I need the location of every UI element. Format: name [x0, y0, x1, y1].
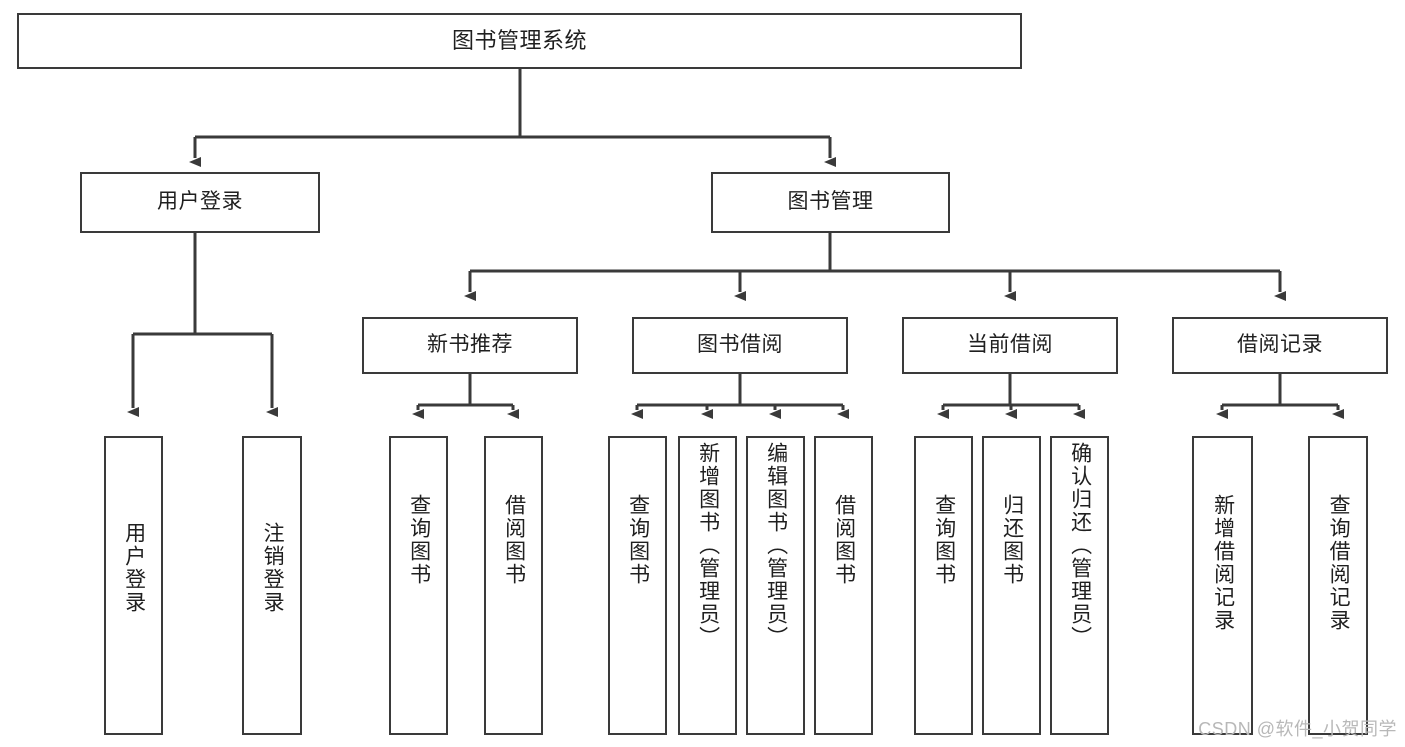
node-label: 借阅记录 — [1237, 333, 1323, 357]
leaf-query-borrow-record[interactable]: 查询借阅记录 — [1308, 436, 1368, 735]
leaf-user-logout[interactable]: 注销登录 — [242, 436, 302, 735]
node-borrow-record[interactable]: 借阅记录 — [1172, 317, 1388, 374]
node-label: 借阅图书 — [832, 494, 856, 586]
node-label: 用户登录 — [122, 522, 146, 614]
node-label: 图书管理系统 — [451, 28, 587, 54]
node-label: 借阅图书 — [502, 494, 526, 586]
node-label: 注销登录 — [261, 522, 285, 614]
node-label: 查询图书 — [932, 494, 956, 586]
leaf-confirm-return-admin[interactable]: 确认归还（管理员） — [1050, 436, 1109, 735]
leaf-borrow-book[interactable]: 借阅图书 — [814, 436, 873, 735]
leaf-user-login[interactable]: 用户登录 — [104, 436, 163, 735]
node-label: 查询借阅记录 — [1327, 494, 1351, 632]
node-book-management[interactable]: 图书管理 — [711, 172, 950, 233]
leaf-query-book-current[interactable]: 查询图书 — [914, 436, 973, 735]
watermark-text: CSDN @软件_小贺同学 — [1198, 719, 1397, 739]
leaf-query-book-borrow[interactable]: 查询图书 — [608, 436, 667, 735]
leaf-return-book[interactable]: 归还图书 — [982, 436, 1041, 735]
node-label: 编辑图书（管理员） — [764, 442, 788, 649]
node-label: 图书借阅 — [697, 333, 783, 357]
leaf-query-book-recommend[interactable]: 查询图书 — [389, 436, 448, 735]
node-label: 归还图书 — [1000, 494, 1024, 586]
node-root-system[interactable]: 图书管理系统 — [17, 13, 1022, 69]
node-label: 新书推荐 — [427, 333, 513, 357]
node-label: 查询图书 — [407, 494, 431, 586]
node-label: 新增图书（管理员） — [696, 442, 720, 649]
node-book-borrow[interactable]: 图书借阅 — [632, 317, 848, 374]
leaf-edit-book-admin[interactable]: 编辑图书（管理员） — [746, 436, 805, 735]
node-user-login[interactable]: 用户登录 — [80, 172, 320, 233]
leaf-add-book-admin[interactable]: 新增图书（管理员） — [678, 436, 737, 735]
node-label: 查询图书 — [626, 494, 650, 586]
node-label: 图书管理 — [787, 190, 874, 214]
node-label: 确认归还（管理员） — [1068, 442, 1092, 649]
leaf-borrow-book-recommend[interactable]: 借阅图书 — [484, 436, 543, 735]
node-label: 用户登录 — [157, 190, 243, 214]
node-label: 新增借阅记录 — [1211, 494, 1235, 632]
node-new-book-recommend[interactable]: 新书推荐 — [362, 317, 578, 374]
node-current-borrow[interactable]: 当前借阅 — [902, 317, 1118, 374]
node-label: 当前借阅 — [967, 333, 1053, 357]
leaf-add-borrow-record[interactable]: 新增借阅记录 — [1192, 436, 1253, 735]
